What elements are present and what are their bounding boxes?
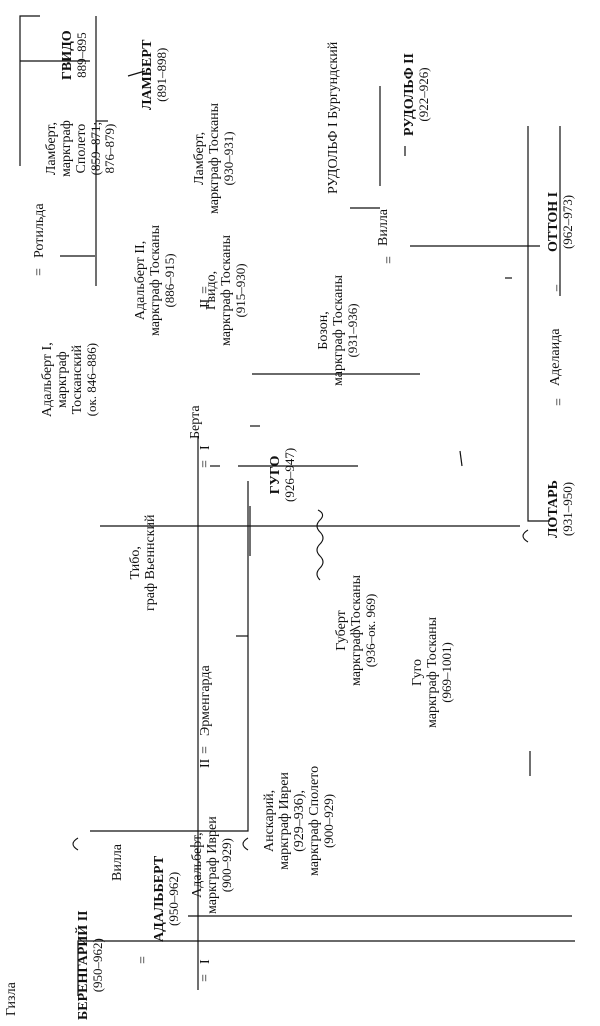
person-adalbert-ii: Адальберт II, маркграф Тосканы(886–915) xyxy=(133,224,178,336)
person-anskar: Анскарий, маркграф Ивреи (929–936), марк… xyxy=(262,765,337,876)
person-hugo-king: ГУГО(926–947) xyxy=(268,447,298,502)
person-hubert: Губерт маркграф Тосканы(936–ок. 969) xyxy=(334,574,379,686)
marriage-number: I xyxy=(198,959,213,964)
person-adalbert-king: АДАЛЬБЕРТ(950–962) xyxy=(152,855,182,942)
connector-line xyxy=(127,70,146,77)
marriage-number: II xyxy=(198,298,213,308)
marriage-sign: = xyxy=(382,256,397,264)
person-villa-low: Вилла xyxy=(110,843,125,881)
person-rudolf-ii: РУДОЛЬФ II(922–926) xyxy=(402,53,432,136)
connector-line xyxy=(77,940,575,996)
connector-line xyxy=(459,450,463,467)
person-otto-i: ОТТОН I(962–973) xyxy=(546,191,576,252)
person-lambert-tuscany: Ламберт, маркграф Тосканы(930–931) xyxy=(192,102,237,214)
person-berta: Берта xyxy=(188,405,203,439)
marriage-sign: = xyxy=(32,268,47,276)
person-adalbert-ivrea: Адальберт, маркграф Ивреи(900–929) xyxy=(190,816,235,914)
connector-line xyxy=(349,625,361,632)
person-rudolf-i: РУДОЛЬФ I Бургундский xyxy=(326,41,341,194)
connector-line xyxy=(90,481,249,832)
illegitimate-link xyxy=(316,509,324,581)
person-ermengarda: Эрменгарда xyxy=(198,665,213,736)
person-boson: Бозон, маркграф Тосканы(931–936) xyxy=(316,274,361,386)
person-tibo: Тибо, граф Вьеннский xyxy=(128,514,159,611)
marriage-sign: = xyxy=(198,460,213,468)
marriage-number: II xyxy=(198,758,213,768)
person-lambert-king: ЛАМБЕРТ(891–898) xyxy=(140,39,170,110)
marriage-sign: = xyxy=(198,286,213,294)
line-crossing xyxy=(522,529,529,543)
person-lambert-spoleto: Ламберт, маркграф Сполето(859–871; 876–8… xyxy=(44,120,118,177)
person-lothar: ЛОТАРЬ(931–950) xyxy=(546,480,576,538)
person-gizla: Гизла xyxy=(4,982,19,1016)
marriage-sign: = xyxy=(552,398,567,406)
person-adelaide: Аделаида xyxy=(548,328,563,386)
person-rotilda: Ротильда xyxy=(32,203,47,258)
connector-line xyxy=(527,126,550,522)
marriage-sign: = xyxy=(198,974,213,982)
person-hugo-margrave: Гуго маркграф Тосканы(969–1001) xyxy=(410,616,455,728)
marriage-sign: = xyxy=(136,956,151,964)
person-berengar-ii: БЕРЕНГАРИЙ II(950–962) xyxy=(76,910,106,1020)
person-adalbert-i: Адальберт I, маркграф Тосканский(ок. 846… xyxy=(40,342,100,417)
line-crossing xyxy=(242,837,249,851)
line-crossing xyxy=(72,837,79,851)
person-villa-high: Вилла xyxy=(376,208,391,246)
marriage-number: I xyxy=(198,445,213,450)
connector-line xyxy=(19,15,40,166)
marriage-sign: = xyxy=(198,746,213,754)
marriage-sign: = xyxy=(552,284,567,292)
